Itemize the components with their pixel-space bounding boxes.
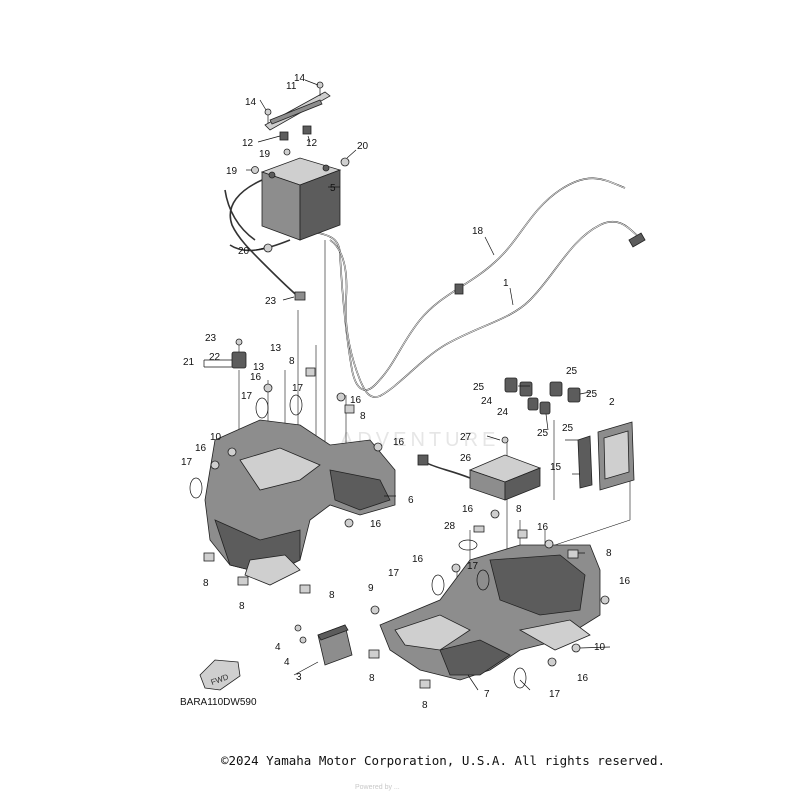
- callout-14: 14: [245, 97, 257, 108]
- callout-18: 18: [472, 226, 484, 237]
- callout-16: 16: [577, 673, 589, 684]
- battery-band: [264, 91, 331, 131]
- callout-8: 8: [422, 700, 428, 711]
- callout-17: 17: [388, 568, 400, 579]
- callout-28: 28: [444, 521, 456, 532]
- callout-27: 27: [460, 432, 472, 443]
- callout-14: 14: [294, 73, 306, 84]
- callout-21: 21: [183, 357, 195, 368]
- callout-7: 7: [484, 689, 490, 700]
- callout-4: 4: [275, 642, 281, 653]
- callout-25: 25: [566, 366, 578, 377]
- callout-17: 17: [241, 391, 253, 402]
- callout-20: 20: [357, 141, 369, 152]
- callout-19: 19: [259, 149, 271, 160]
- starter-relay: [231, 291, 306, 369]
- callout-25: 25: [586, 389, 598, 400]
- callout-8: 8: [369, 673, 375, 684]
- callout-8: 8: [289, 356, 295, 367]
- callout-8: 8: [516, 504, 522, 515]
- callout-17: 17: [467, 561, 479, 572]
- callouts: 14 11 14 12 12 19 20 19 5 20 18 1 23 23 …: [181, 73, 631, 711]
- callout-10: 10: [210, 432, 222, 443]
- callout-10: 10: [594, 642, 606, 653]
- callout-16: 16: [412, 554, 424, 565]
- callout-26: 26: [460, 453, 472, 464]
- fuse-box: [577, 421, 635, 491]
- wire-harness-18: [297, 177, 626, 391]
- callout-16: 16: [350, 395, 362, 406]
- battery: [260, 157, 342, 241]
- drawing-code: BARA110DW590: [180, 697, 257, 708]
- callout-17: 17: [181, 457, 193, 468]
- callout-4: 4: [284, 657, 290, 668]
- callout-8: 8: [239, 601, 245, 612]
- bolt-14: [264, 81, 324, 123]
- callout-22: 22: [209, 352, 221, 363]
- callout-13: 13: [253, 362, 265, 373]
- callout-9: 9: [368, 583, 374, 594]
- front-tray: [204, 419, 396, 586]
- callout-23: 23: [265, 296, 277, 307]
- callout-16: 16: [195, 443, 207, 454]
- callout-17: 17: [549, 689, 561, 700]
- callout-23: 23: [205, 333, 217, 344]
- callout-25: 25: [562, 423, 574, 434]
- callout-13: 13: [270, 343, 282, 354]
- control-unit: [417, 436, 542, 501]
- clips-and-grommets: [203, 367, 610, 689]
- rear-tray: [379, 544, 601, 681]
- clamp-bands: [189, 394, 527, 689]
- callout-8: 8: [360, 411, 366, 422]
- callout-24: 24: [497, 407, 509, 418]
- callout-11: 11: [286, 81, 297, 92]
- callout-3: 3: [296, 672, 302, 683]
- callout-8: 8: [606, 548, 612, 559]
- callout-16: 16: [370, 519, 382, 530]
- watermark-small: Powered by ...: [355, 784, 400, 791]
- callout-16: 16: [462, 504, 474, 515]
- callout-25: 25: [473, 382, 485, 393]
- callout-16: 16: [537, 522, 549, 533]
- leader-lines: [203, 79, 611, 691]
- callout-15: 15: [550, 462, 562, 473]
- callout-12: 12: [242, 138, 254, 149]
- callout-8: 8: [203, 578, 209, 589]
- callout-16: 16: [619, 576, 631, 587]
- wire-harness-1: [329, 220, 646, 398]
- callout-2: 2: [609, 397, 615, 408]
- callout-16: 16: [393, 437, 405, 448]
- callout-24: 24: [481, 396, 493, 407]
- callout-12: 12: [306, 138, 318, 149]
- callout-19: 19: [226, 166, 238, 177]
- relay-cluster: [504, 377, 581, 415]
- callout-6: 6: [408, 495, 414, 506]
- callout-1: 1: [503, 278, 509, 289]
- callout-16: 16: [250, 372, 262, 383]
- callout-25: 25: [537, 428, 549, 439]
- copyright-notice: ©2024 Yamaha Motor Corporation, U.S.A. A…: [221, 753, 666, 768]
- callout-17: 17: [292, 383, 304, 394]
- callout-5: 5: [330, 183, 336, 194]
- callout-8: 8: [329, 590, 335, 601]
- callout-20: 20: [238, 246, 250, 257]
- bracket-3: [294, 624, 353, 666]
- fwd-arrow-icon: FWD: [199, 659, 241, 691]
